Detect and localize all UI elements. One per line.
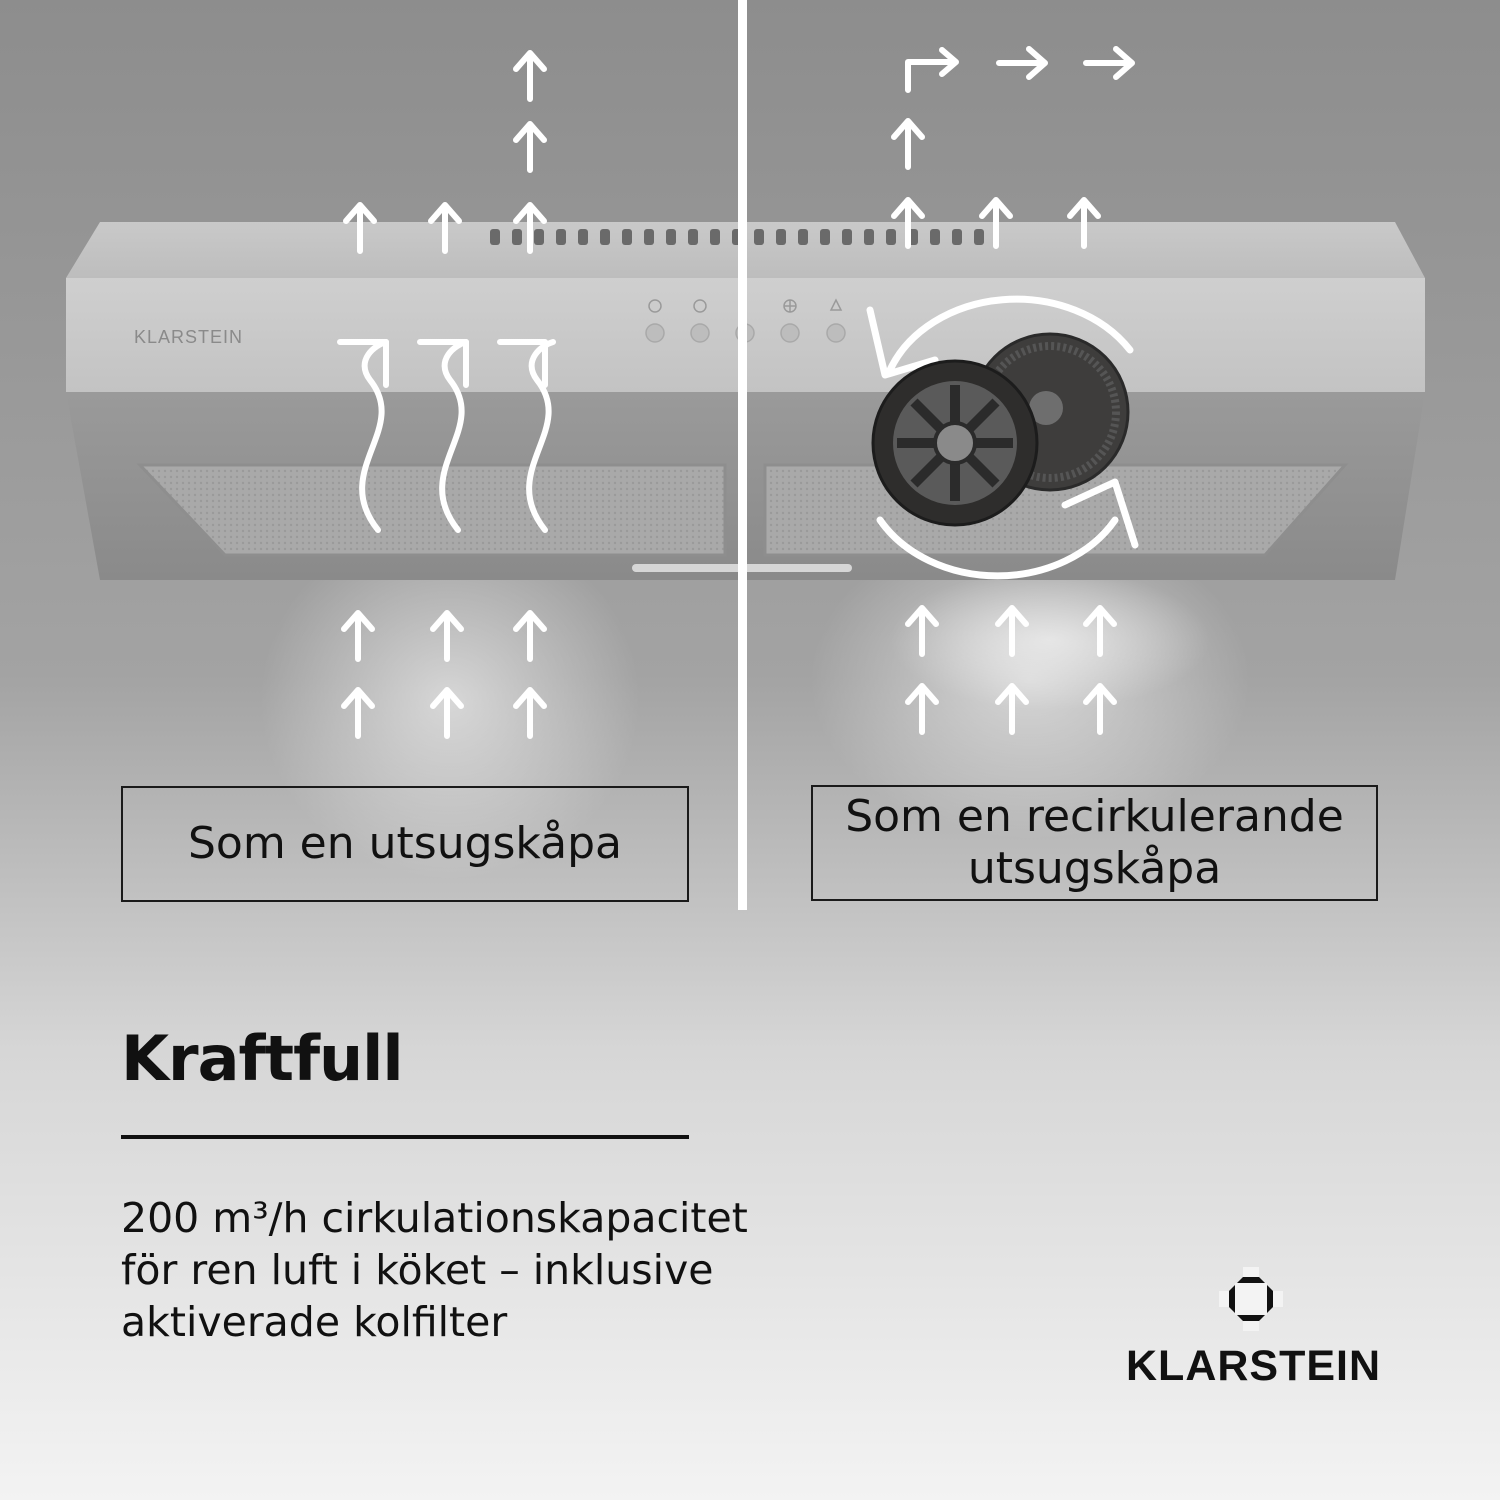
divider xyxy=(121,1135,689,1139)
exhaust-mode-text: Som en utsugskåpa xyxy=(187,818,622,869)
fan-icon xyxy=(693,299,707,313)
hood-brand-text: KLARSTEIN xyxy=(134,327,243,347)
carbon-filter-icon xyxy=(871,332,1130,527)
brand-name: KLARSTEIN xyxy=(1126,1342,1382,1390)
recirculation-mode-text-1: Som en recirkulerande xyxy=(845,791,1344,842)
description: 200 m³/h cirkulationskapacitet för ren l… xyxy=(121,1192,748,1348)
klarstein-logo-icon xyxy=(1219,1267,1283,1331)
description-line-1: 200 m³/h cirkulationskapacitet xyxy=(121,1194,748,1242)
recirculation-mode-label: Som en recirkulerande utsugskåpa xyxy=(811,785,1378,901)
light-icon xyxy=(829,298,843,311)
recirculation-mode-text-2: utsugskåpa xyxy=(967,843,1222,894)
description-line-2: för ren luft i köket – inklusive xyxy=(121,1246,714,1294)
center-divider xyxy=(738,0,747,910)
headline: Kraftfull xyxy=(121,1022,404,1095)
recirculation-arrows xyxy=(894,49,1132,246)
wavy-arrow-icon xyxy=(337,339,556,533)
exhaust-mode-label: Som en utsugskåpa xyxy=(121,786,689,902)
power-icon xyxy=(648,299,662,313)
description-line-3: aktiverade kolfilter xyxy=(121,1298,508,1346)
circular-arrow-icon xyxy=(866,295,1139,580)
fan-icon xyxy=(783,299,797,313)
